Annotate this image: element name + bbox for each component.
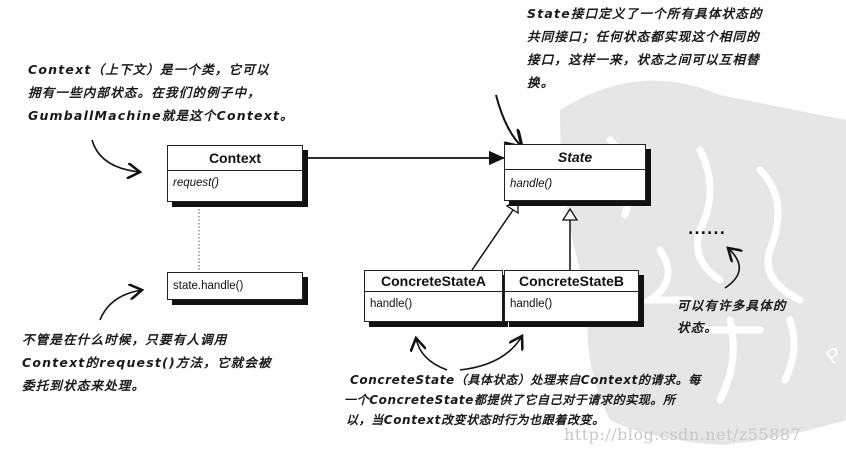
concrete-note-arrow-left xyxy=(416,338,448,371)
state-annotation-line: 换。 xyxy=(527,75,555,90)
context-method-request: request() xyxy=(173,177,220,189)
concrete-state-annotation: ConcreteState（具体状态）处理来自Context的请求。每 一个Co… xyxy=(344,370,701,430)
state-handle-code: state.handle() xyxy=(173,280,244,292)
request-annotation-line: 不管是在什么时候，只要有人调用 xyxy=(22,332,228,347)
state-annotation: State接口定义了一个所有具体状态的 共同接口；任何状态都实现这个相同的 接口… xyxy=(527,2,763,94)
inheritance-triangle-b xyxy=(561,207,579,221)
many-states-annotation-line: 状态。 xyxy=(677,320,719,335)
state-annotation-line: 共同接口；任何状态都实现这个相同的 xyxy=(527,29,760,44)
seal-stroke-4 xyxy=(756,166,804,304)
state-note-arrow xyxy=(495,94,522,147)
concrete-state-annotation-line: ConcreteState（具体状态）处理来自Context的请求。每 xyxy=(350,373,701,387)
concrete-state-b-class: ConcreteStateB handle() xyxy=(504,270,639,322)
concrete-state-a-name: ConcreteStateA xyxy=(365,271,502,292)
state-annotation-line: State接口定义了一个所有具体状态的 xyxy=(527,6,763,21)
state-annotation-line: 接口，这样一来，状态之间可以互相替 xyxy=(527,52,760,67)
request-note-arrow xyxy=(99,290,142,321)
seal-stroke-2 xyxy=(694,146,724,284)
many-states-annotation: 可以有许多具体的 状态。 xyxy=(677,295,787,339)
concrete-state-b-name: ConcreteStateB xyxy=(505,271,638,292)
state-interface-name: State xyxy=(505,145,645,170)
seal-stroke-6 xyxy=(781,316,798,384)
request-annotation: 不管是在什么时候，只要有人调用 Context的request()方法，它就会被… xyxy=(22,328,272,397)
context-annotation-line: Context（上下文）是一个类，它可以 xyxy=(28,62,270,77)
context-class: Context request() xyxy=(167,145,303,202)
concrete-state-annotation-line: 一个ConcreteState都提供了它自己对于请求的实现。所 xyxy=(344,393,676,407)
concrete-state-b-method: handle() xyxy=(510,298,553,310)
context-annotation-line: GumballMachine就是这个Context。 xyxy=(28,108,294,123)
state-method-handle: handle() xyxy=(510,178,553,190)
concrete-state-a-class: ConcreteStateA handle() xyxy=(364,270,503,322)
context-annotation: Context（上下文）是一个类，它可以 拥有一些内部状态。在我们的例子中， G… xyxy=(28,58,294,127)
context-annotation-line: 拥有一些内部状态。在我们的例子中， xyxy=(28,85,261,100)
concrete-note-arrow-right xyxy=(459,336,522,371)
seal-stroke-3 xyxy=(638,246,694,304)
many-states-annotation-line: 可以有许多具体的 xyxy=(677,298,787,313)
inheritance-triangle-a xyxy=(505,198,519,215)
seal-stroke-5 xyxy=(696,316,764,404)
inheritance-line-a xyxy=(471,209,514,271)
concrete-state-a-method: handle() xyxy=(370,298,413,310)
request-annotation-line: 委托到状态来处理。 xyxy=(22,378,146,393)
state-handle-note-box: state.handle() xyxy=(167,272,303,300)
many-states-arrow xyxy=(724,248,739,289)
state-interface: State handle() xyxy=(504,144,646,201)
blog-url-watermark: http://blog.csdn.net/z55887 xyxy=(564,425,802,444)
more-states-ellipsis: ...... xyxy=(688,222,726,238)
context-class-name: Context xyxy=(168,146,302,171)
context-note-arrow xyxy=(91,139,140,172)
request-annotation-line: Context的request()方法，它就会被 xyxy=(22,355,272,370)
concrete-state-annotation-line: 以，当Context改变状态时行为也跟着改变。 xyxy=(346,413,605,427)
